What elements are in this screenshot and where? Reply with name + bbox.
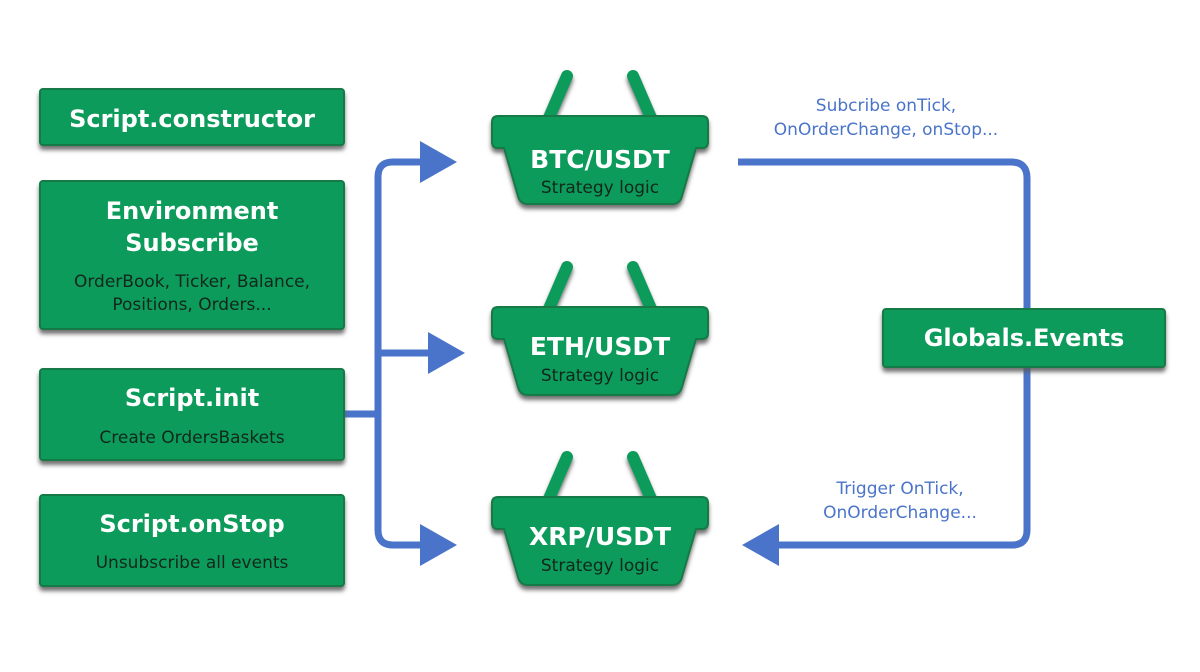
onstop-title: Script.onStop	[99, 510, 284, 538]
subscribe-annotation-line1: Subcribe onTick,	[816, 96, 956, 116]
basket-xrp: XRP/USDT Strategy logic	[492, 457, 708, 585]
basket-btc: BTC/USDT Strategy logic	[492, 76, 708, 204]
onstop-sub: Unsubscribe all events	[96, 553, 289, 573]
subscribe-annotation-line2: OnOrderChange, onStop...	[774, 120, 998, 140]
events-box: Globals.Events	[882, 308, 1166, 368]
basket-label: Strategy logic	[541, 556, 659, 576]
subscribe-line	[738, 158, 1031, 312]
constructor-title: Script.constructor	[69, 105, 315, 133]
basket-pair: XRP/USDT	[529, 522, 671, 551]
subscribe-annotation: Subcribe onTick, OnOrderChange, onStop..…	[774, 96, 998, 140]
basket-eth: ETH/USDT Strategy logic	[492, 267, 708, 395]
arrow-to-xrp-from-events	[742, 524, 779, 566]
connectors	[344, 141, 1031, 566]
basket-pair: ETH/USDT	[530, 332, 670, 361]
trigger-annotation-line1: Trigger OnTick,	[835, 479, 963, 499]
environment-title-line1: Environment	[106, 197, 279, 225]
environment-box: Environment Subscribe OrderBook, Ticker,…	[39, 180, 345, 330]
init-title: Script.init	[125, 384, 259, 412]
environment-sub-line2: Positions, Orders...	[112, 295, 271, 315]
onstop-box: Script.onStop Unsubscribe all events	[39, 494, 345, 587]
events-title: Globals.Events	[924, 324, 1125, 352]
environment-title-line2: Subscribe	[125, 229, 259, 257]
trigger-line	[775, 368, 1031, 549]
arrow-to-xrp	[420, 524, 457, 566]
basket-label: Strategy logic	[541, 178, 659, 198]
environment-sub-line1: OrderBook, Ticker, Balance,	[74, 272, 310, 292]
constructor-box: Script.constructor	[39, 88, 345, 146]
init-box: Script.init Create OrdersBaskets	[39, 368, 345, 461]
arrow-to-btc	[420, 141, 457, 183]
trigger-annotation: Trigger OnTick, OnOrderChange...	[823, 479, 977, 523]
arrow-to-eth	[428, 332, 465, 374]
init-sub: Create OrdersBaskets	[99, 428, 284, 448]
trigger-annotation-line2: OnOrderChange...	[823, 503, 977, 523]
basket-label: Strategy logic	[541, 366, 659, 386]
basket-pair: BTC/USDT	[530, 145, 670, 174]
